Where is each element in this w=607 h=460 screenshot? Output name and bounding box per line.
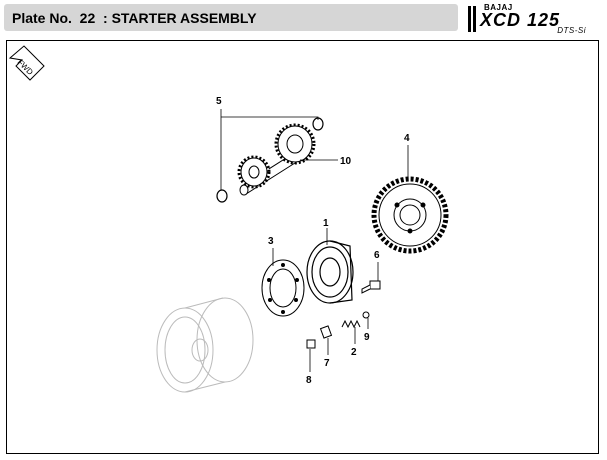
callout-label: 1	[323, 218, 329, 229]
callout-label: 7	[324, 358, 330, 369]
callout-label: 9	[364, 332, 370, 343]
callout-label: 2	[351, 347, 357, 358]
bolt-part	[361, 280, 381, 294]
callout-label: 4	[404, 133, 410, 144]
logo-divider	[468, 6, 471, 32]
plate-title-bar: Plate No. 22 : STARTER ASSEMBLY	[4, 4, 458, 31]
brand-logo: BAJAJ XCD 125 DTS-Si	[466, 2, 602, 36]
fwd-arrow-icon: FWD	[8, 45, 45, 81]
plunger-part	[306, 339, 316, 349]
leader-lines	[220, 109, 409, 372]
cap-part	[362, 311, 370, 319]
header: Plate No. 22 : STARTER ASSEMBLY BAJAJ XC…	[0, 0, 607, 36]
callout-label: 6	[374, 250, 380, 261]
plate-title: Plate No. 22 : STARTER ASSEMBLY	[12, 10, 257, 26]
logo-sub: DTS-Si	[557, 26, 586, 35]
starter-clutch	[306, 240, 354, 304]
spring-part	[341, 319, 361, 329]
flywheel-rotor	[156, 297, 254, 393]
callout-label: 10	[340, 156, 352, 167]
logo-divider	[473, 6, 476, 32]
roller-part	[319, 325, 333, 339]
callout-label: 8	[306, 375, 312, 386]
callout-label: 3	[268, 236, 274, 247]
diagram-frame	[6, 40, 599, 454]
callout-label: 5	[216, 96, 222, 107]
logo-brand: BAJAJ	[484, 3, 513, 12]
starter-driven-gear	[371, 176, 449, 254]
starter-shaft-gear	[237, 123, 316, 196]
clutch-plate	[261, 259, 305, 317]
logo-model: XCD 125	[480, 10, 561, 30]
